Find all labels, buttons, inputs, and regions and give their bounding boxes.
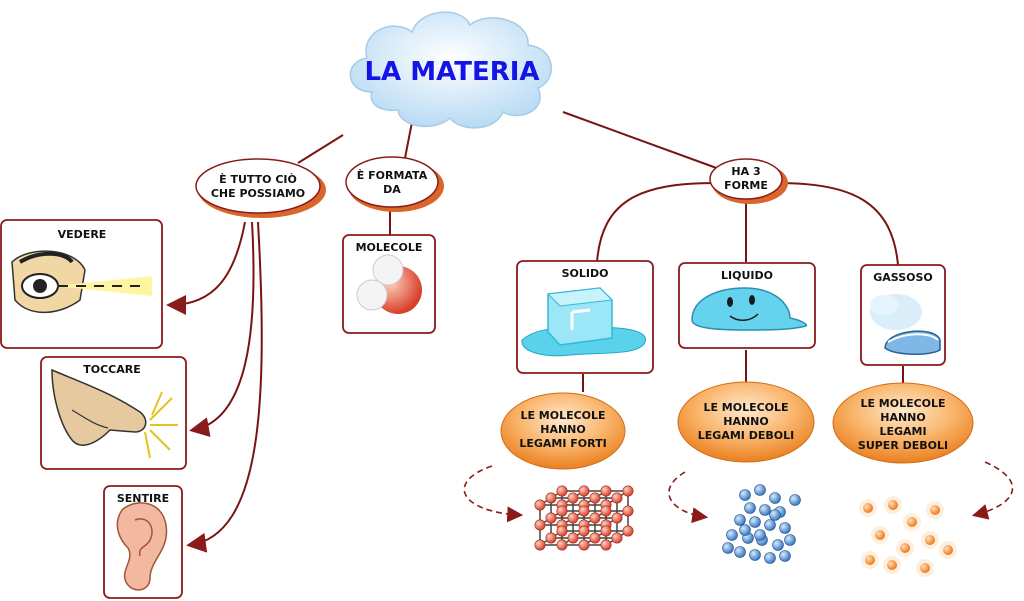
arrow-to-vedere [166, 221, 246, 315]
label-toccare: TOCCARE [83, 363, 141, 376]
bond-solido-line3: LEGAMI FORTI [519, 437, 606, 450]
box-gassoso[interactable]: GASSOSO [860, 264, 946, 366]
node-tre-forme-line2: FORME [724, 179, 768, 192]
ear-icon [116, 502, 168, 591]
solid-lattice-icon [534, 485, 634, 551]
label-liquido: LIQUIDO [721, 269, 773, 282]
bond-solido[interactable]: LE MOLECOLE HANNO LEGAMI FORTI [500, 392, 626, 470]
box-molecole[interactable]: MOLECOLE [342, 234, 436, 334]
arrow-to-toccare [189, 221, 255, 437]
bond-gassoso-line1: LE MOLECOLE [860, 397, 945, 410]
eye-icon [11, 250, 152, 314]
box-toccare[interactable]: TOCCARE [40, 356, 187, 470]
connector-title-tutto [297, 134, 344, 164]
liquid-molecules-icon [722, 484, 801, 564]
box-sentire[interactable]: SENTIRE [103, 485, 183, 599]
title-text: LA MATERIA [364, 57, 539, 87]
label-sentire: SENTIRE [117, 492, 169, 505]
gas-steam-icon [870, 294, 941, 355]
dashed-arrows [463, 461, 1014, 524]
bond-liquido-line3: LEGAMI DEBOLI [698, 429, 794, 442]
bond-solido-line2: HANNO [540, 423, 585, 436]
label-vedere: VEDERE [58, 228, 107, 241]
box-vedere[interactable]: VEDERE [0, 219, 163, 349]
node-tutto-cio-line1: È TUTTO CIÒ [219, 173, 297, 186]
bond-gassoso[interactable]: LE MOLECOLE HANNO LEGAMI SUPER DEBOLI [832, 382, 974, 464]
label-gassoso: GASSOSO [873, 271, 933, 284]
water-drop-icon [691, 287, 808, 331]
connectors [166, 111, 904, 553]
node-formata-line1: È FORMATA [357, 169, 428, 182]
bond-liquido-line2: HANNO [723, 415, 768, 428]
bond-gassoso-line4: SUPER DEBOLI [858, 439, 948, 452]
connector-title-forme [562, 111, 723, 171]
cloud-shape [349, 11, 552, 129]
title-cloud: LA MATERIA [349, 11, 552, 129]
dashed-arrow-liquido [668, 471, 709, 524]
label-molecole: MOLECOLE [356, 241, 423, 254]
label-solido: SOLIDO [562, 267, 609, 280]
bond-liquido-line1: LE MOLECOLE [703, 401, 788, 414]
dashed-arrow-gassoso [971, 461, 1014, 520]
connector-forme-solido [596, 182, 717, 263]
arrow-to-sentire [186, 221, 263, 553]
bond-liquido[interactable]: LE MOLECOLE HANNO LEGAMI DEBOLI [677, 381, 815, 463]
node-tutto-cio[interactable]: È TUTTO CIÒ CHE POSSIAMO [195, 158, 326, 218]
bond-gassoso-line2: HANNO [880, 411, 925, 424]
box-liquido[interactable]: LIQUIDO [678, 262, 816, 349]
connector-forme-gassoso [775, 182, 899, 266]
bond-gassoso-line3: LEGAMI [879, 425, 926, 438]
dashed-arrow-solido [463, 465, 524, 523]
node-tre-forme-line1: HA 3 [731, 165, 760, 178]
bond-solido-line1: LE MOLECOLE [520, 409, 605, 422]
node-formata-line2: DA [383, 183, 401, 196]
node-tre-forme[interactable]: HA 3 FORME [709, 158, 788, 204]
water-molecule-icon [356, 254, 422, 314]
box-solido[interactable]: SOLIDO [516, 260, 654, 374]
node-tutto-cio-line2: CHE POSSIAMO [211, 187, 305, 200]
gas-molecules-icon [859, 496, 957, 577]
node-formata[interactable]: È FORMATA DA [345, 156, 444, 212]
ice-cube-icon [521, 287, 646, 357]
hand-icon [51, 368, 178, 459]
